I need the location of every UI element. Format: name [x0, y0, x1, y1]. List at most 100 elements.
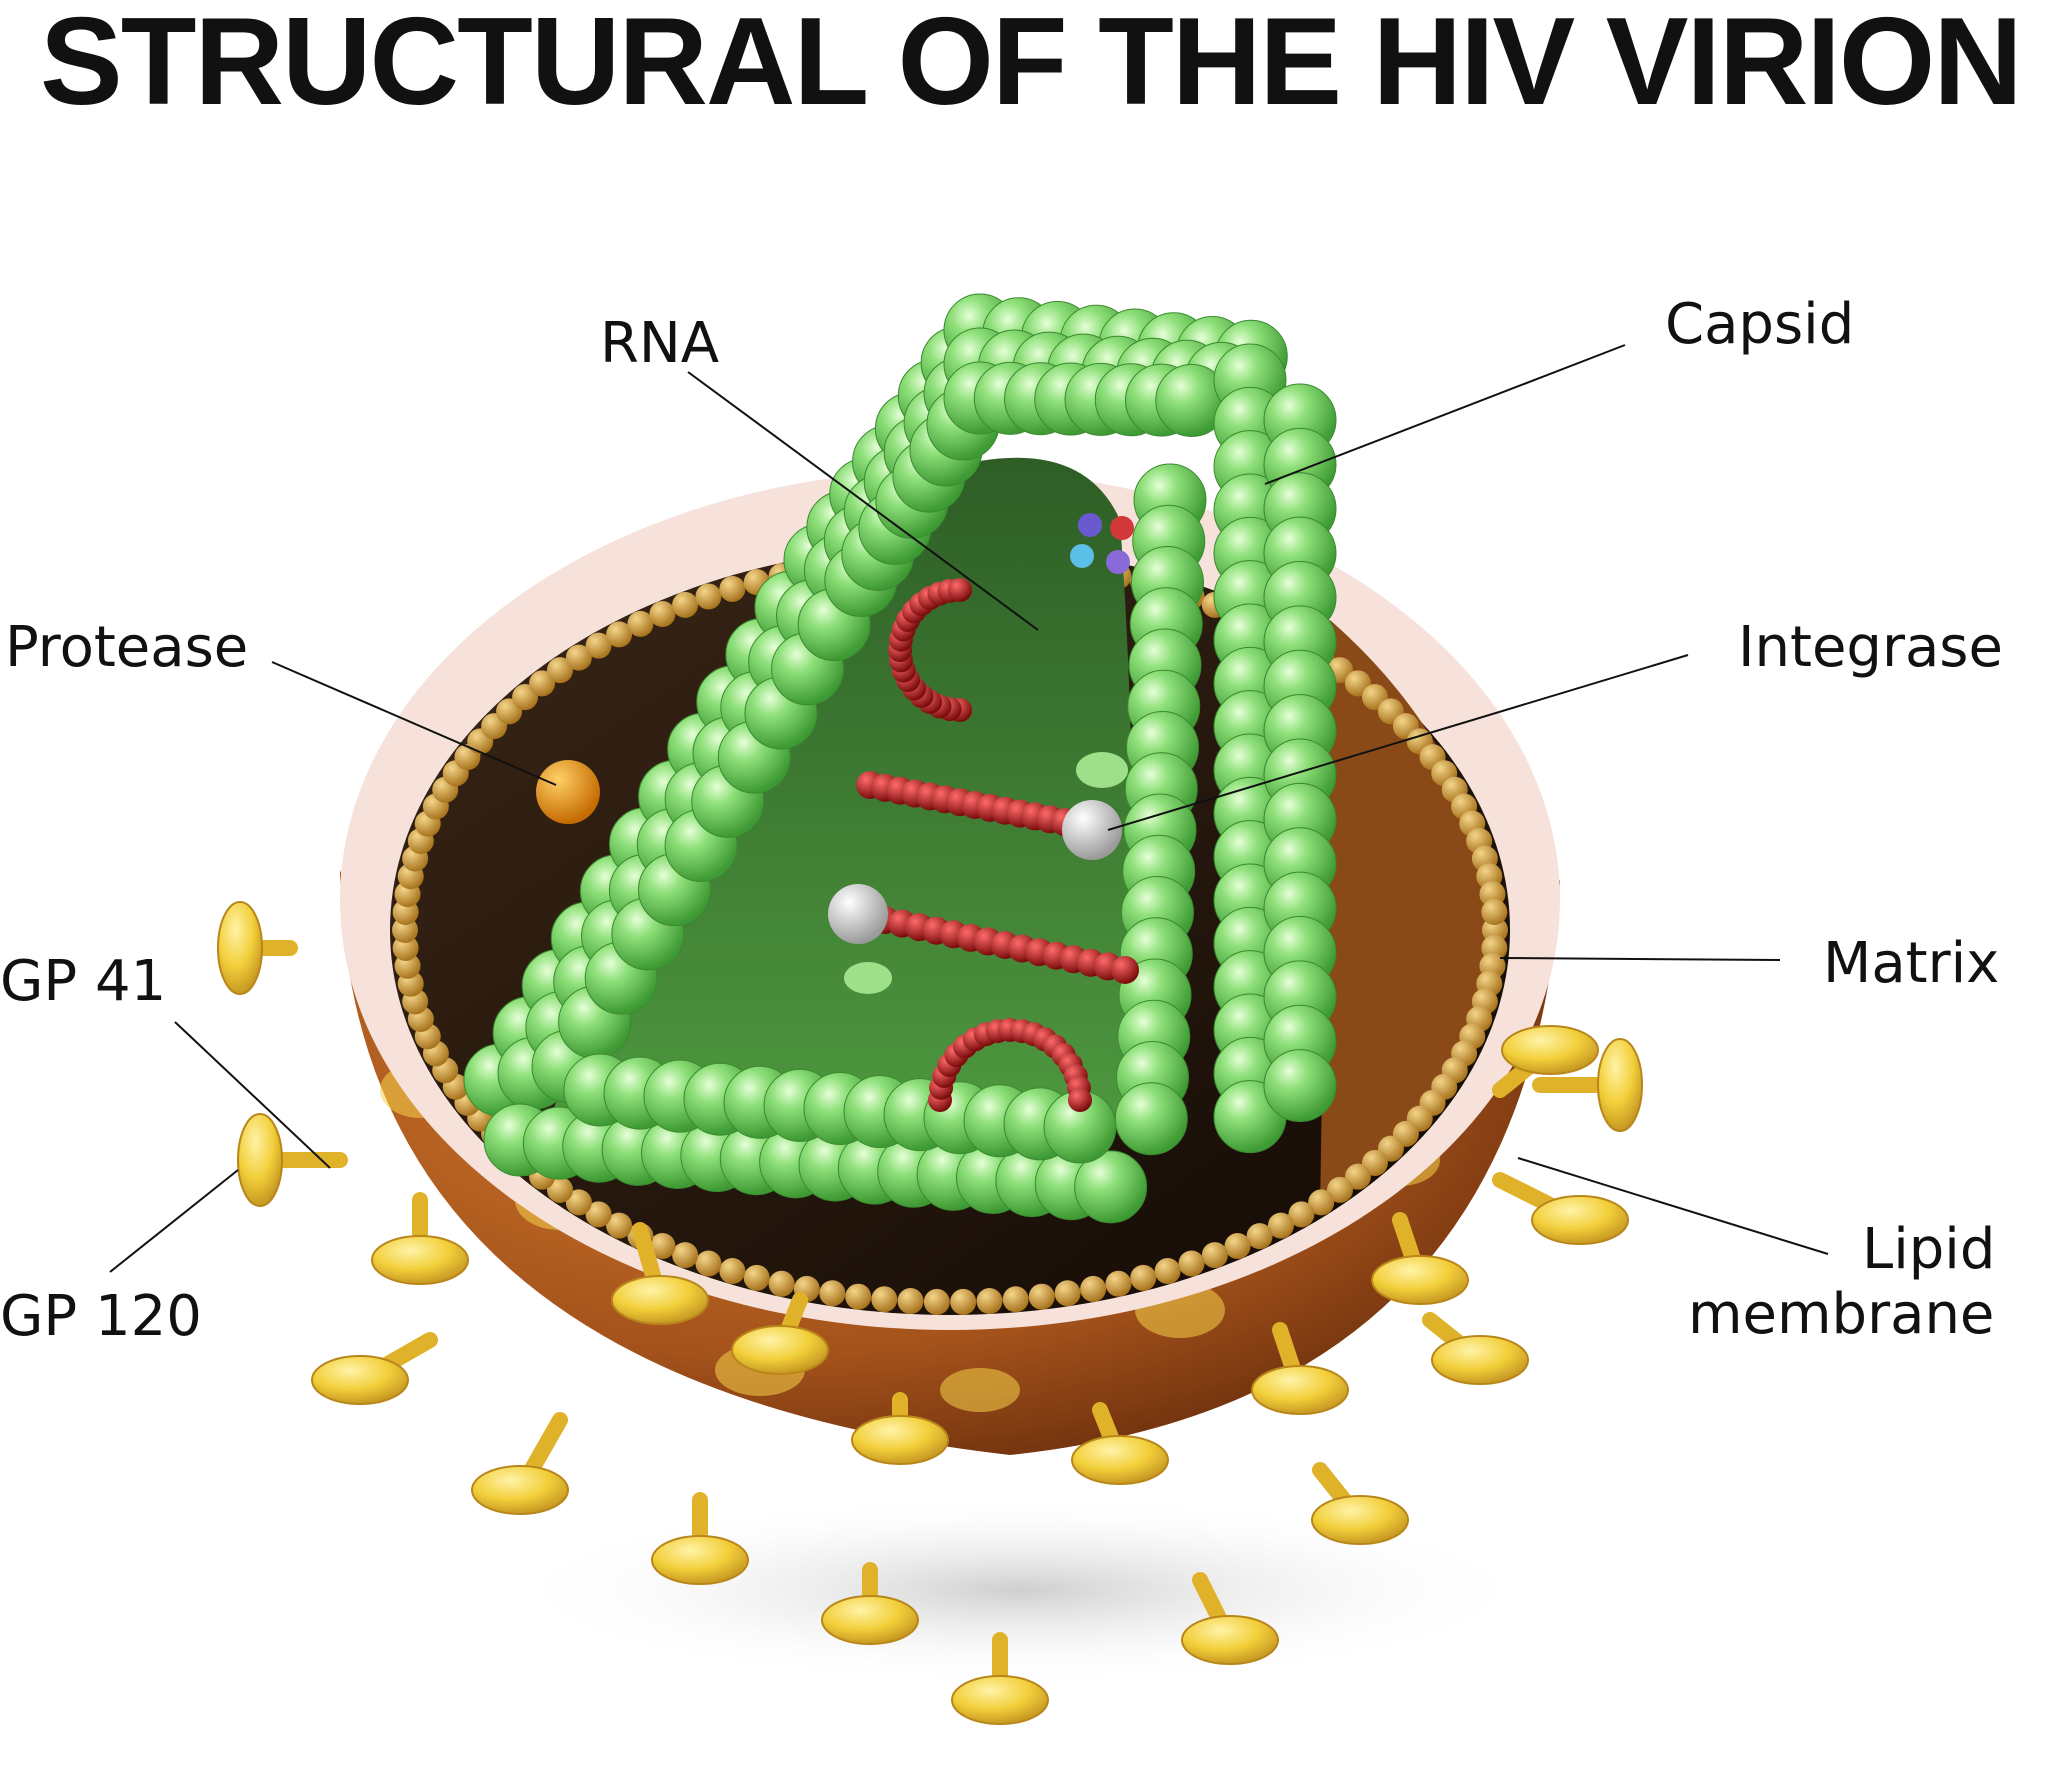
matrix-bead: [672, 1242, 699, 1269]
ground-shadow: [500, 1495, 1540, 1685]
spike-cap: [311, 1355, 409, 1405]
spike-cap: [371, 1235, 469, 1285]
label-matrix: Matrix: [1823, 931, 1999, 996]
capsid-interior: [540, 457, 1134, 1156]
matrix-bead: [585, 632, 612, 659]
matrix-bead: [897, 1288, 924, 1315]
rna-leader-line: [687, 371, 1039, 631]
capsid-ball: [1114, 1082, 1188, 1156]
spike-cap: [611, 1275, 709, 1325]
spike-cap: [1181, 1615, 1279, 1665]
matrix-bead: [627, 610, 654, 637]
matrix-bead: [606, 621, 633, 648]
lipid-membrane-leader-line: [1517, 1157, 1829, 1255]
matrix-bead: [565, 1189, 592, 1216]
matrix-bead: [1308, 1189, 1335, 1216]
integrase-ball: [828, 884, 888, 944]
matrix-bead: [719, 1258, 746, 1285]
matrix-bead: [1105, 1270, 1132, 1297]
matrix-bead: [1327, 1176, 1354, 1203]
matrix-bead: [649, 600, 676, 627]
matrix-bead: [819, 1280, 846, 1307]
matrix-bead: [529, 670, 556, 697]
label-protease: Protease: [5, 615, 248, 680]
green-blob: [844, 962, 892, 994]
capsid-ball: [1263, 1049, 1337, 1123]
green-blob: [1076, 752, 1128, 788]
matrix-bead: [1080, 1275, 1107, 1302]
spike-cap: [1311, 1495, 1409, 1545]
spike-cap: [237, 1113, 283, 1207]
matrix-bead: [950, 1288, 977, 1315]
leader-lines: [109, 344, 1829, 1273]
label-rna: RNA: [600, 311, 719, 376]
diagram-title: STRUCTURAL OF THE HIV VIRION: [40, 0, 2023, 131]
matrix-bead: [743, 1264, 770, 1291]
glycoprotein-spikes: [217, 901, 1643, 1725]
label-gp120: GP 120: [0, 1284, 202, 1349]
enzyme-dots: [1070, 513, 1134, 574]
matrix-bead: [1154, 1258, 1181, 1285]
label-integrase: Integrase: [1738, 615, 2003, 680]
matrix-bead: [845, 1283, 872, 1310]
matrix-bead: [871, 1286, 898, 1313]
matrix-bead: [1054, 1280, 1081, 1307]
capsid-protein-balls: [463, 293, 1337, 1224]
label-capsid: Capsid: [1665, 292, 1854, 357]
matrix-bead: [1201, 1242, 1228, 1269]
matrix-bead: [1288, 1201, 1315, 1228]
matrix-bead: [1002, 1286, 1029, 1313]
matrix-leader-line: [1499, 957, 1781, 961]
label-lipid-line2: membrane: [1688, 1282, 1994, 1347]
spike-cap: [1371, 1255, 1469, 1305]
spike-cap: [1431, 1335, 1529, 1385]
spike-cap: [821, 1595, 919, 1645]
matrix-bead: [1481, 899, 1508, 926]
protease-ball: [536, 760, 600, 824]
label-lipid-line1: Lipid: [1862, 1217, 1995, 1282]
spike-cap: [731, 1325, 829, 1375]
matrix-bead: [1344, 1163, 1371, 1190]
matrix-bead: [695, 583, 722, 610]
capsid-leader-line: [1264, 344, 1626, 485]
spike-cap: [1531, 1195, 1629, 1245]
matrix-bead: [1178, 1250, 1205, 1277]
matrix-bead: [565, 644, 592, 671]
rna-strands: [856, 578, 1139, 1112]
gp41-leader-line: [174, 1021, 331, 1169]
protease-leader-line: [271, 661, 557, 786]
capsid-ball: [1074, 1150, 1148, 1224]
integrase-ball: [1062, 800, 1122, 860]
matrix-bead: [1028, 1283, 1055, 1310]
matrix-bead: [672, 591, 699, 618]
spike-cap: [1071, 1435, 1169, 1485]
spike-cap: [217, 901, 263, 995]
matrix-bead: [649, 1233, 676, 1260]
matrix-bead: [606, 1212, 633, 1239]
rna-bead: [948, 578, 972, 602]
matrix-bead: [546, 1176, 573, 1203]
integrase-leader-line: [1107, 654, 1689, 831]
matrix-bead: [1246, 1223, 1273, 1250]
matrix-bead: [768, 1270, 795, 1297]
matrix-bead: [719, 575, 746, 602]
label-gp41: GP 41: [0, 949, 166, 1014]
rna-bead: [1068, 1088, 1092, 1112]
matrix-bead: [976, 1288, 1003, 1315]
spike-cap: [1501, 1025, 1599, 1075]
spike-cap: [1597, 1038, 1643, 1132]
spike-cap: [471, 1465, 569, 1515]
matrix-bead: [1130, 1264, 1157, 1291]
spike-cap: [851, 1415, 949, 1465]
spike-cap: [651, 1535, 749, 1585]
matrix-bead: [1267, 1212, 1294, 1239]
spike-cap: [951, 1675, 1049, 1725]
matrix-bead: [923, 1288, 950, 1315]
spike-cap: [1251, 1365, 1349, 1415]
matrix-bead: [585, 1201, 612, 1228]
matrix-bead: [546, 657, 573, 684]
matrix-bead: [695, 1250, 722, 1277]
gp120-leader-line: [109, 1169, 239, 1273]
